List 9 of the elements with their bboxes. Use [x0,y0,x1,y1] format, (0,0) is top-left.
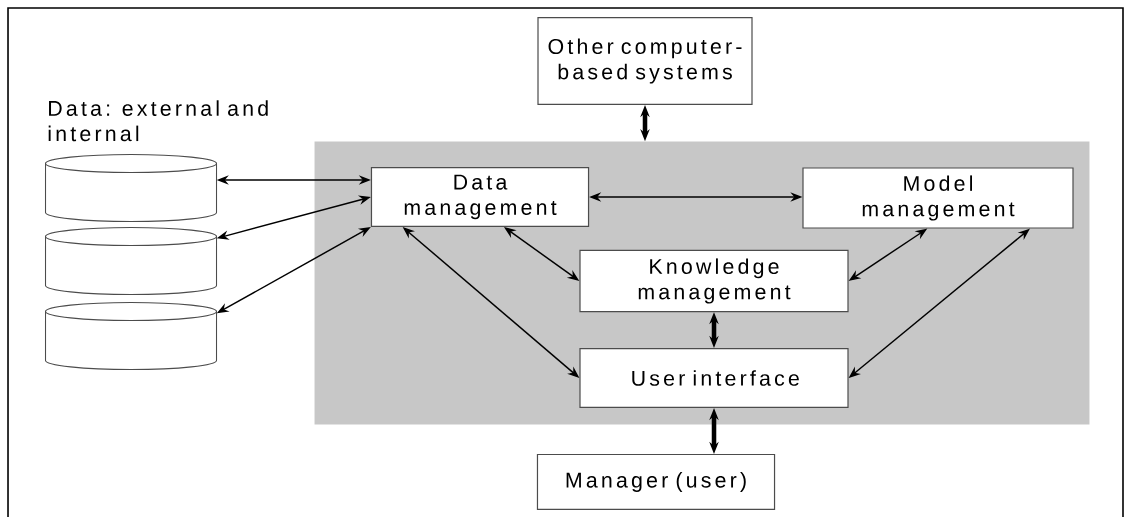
text-box: Knowledge management [579,249,849,313]
text-box: Other computer-based systems [537,16,753,106]
text-box: Model management [802,167,1074,229]
text-box: Data management [370,166,590,228]
cylinder-icon [44,301,218,371]
text-box: User interface [579,347,849,409]
cylinder-icon [44,153,218,223]
cylinder-icon [44,226,218,296]
text-box: Manager (user) [536,453,776,511]
